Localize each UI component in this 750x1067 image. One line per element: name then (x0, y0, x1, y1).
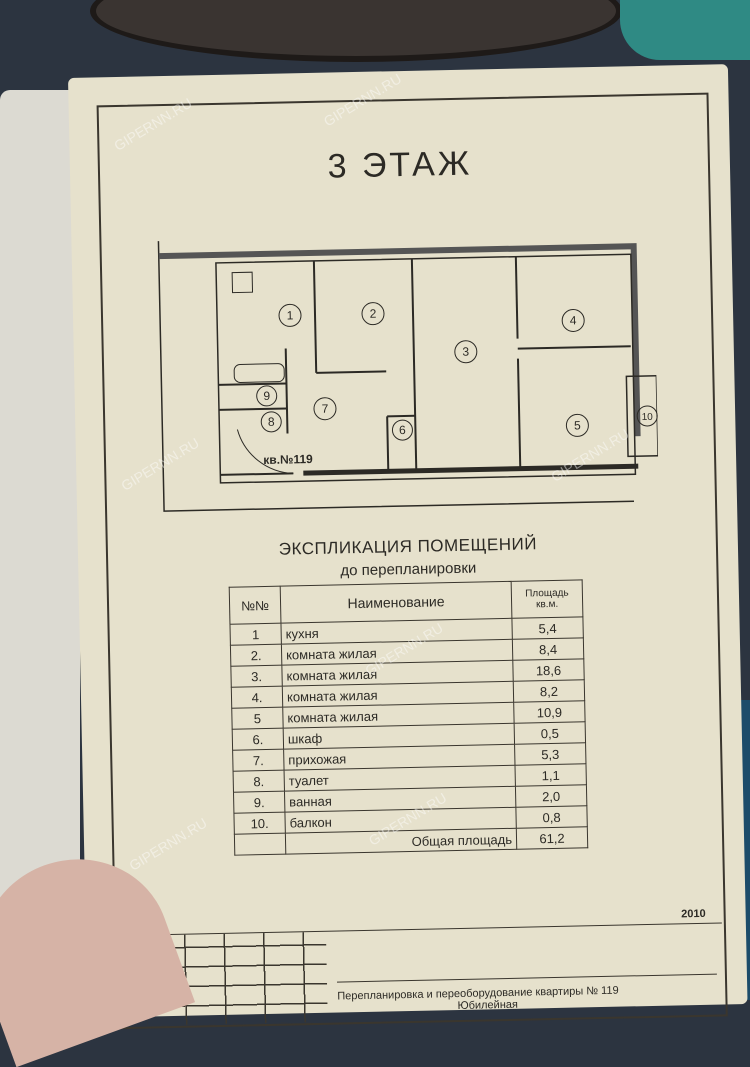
row-area: 5,3 (514, 742, 586, 766)
row-number: 9. (233, 791, 285, 814)
room-1-label: 1 (278, 303, 302, 327)
apartment-label: кв.№119 (263, 452, 313, 467)
room-7-label: 7 (313, 397, 337, 421)
svg-text:9: 9 (263, 389, 270, 403)
left-page (0, 90, 80, 1000)
row-area: 8,4 (512, 637, 584, 661)
row-number: 7. (232, 749, 285, 772)
room-6-label: 6 (391, 419, 413, 441)
row-area: 0,8 (515, 805, 588, 829)
row-area: 10,9 (513, 700, 586, 724)
table-background (90, 0, 622, 62)
row-number: 4. (231, 686, 283, 709)
svg-text:1: 1 (287, 308, 294, 322)
row-number: 6. (232, 728, 284, 751)
svg-text:10: 10 (642, 412, 654, 423)
col-num: №№ (229, 586, 281, 625)
room-4-label: 4 (561, 308, 585, 332)
row-number: 8. (233, 770, 285, 793)
col-name: Наименование (280, 581, 512, 624)
svg-text:4: 4 (570, 313, 577, 327)
row-area: 1,1 (514, 763, 587, 787)
svg-text:5: 5 (574, 418, 581, 432)
room-10-label: 10 (636, 405, 658, 427)
stamp-year: 2010 (681, 907, 706, 921)
row-area: 0,5 (514, 721, 586, 745)
svg-text:6: 6 (399, 423, 406, 437)
room-9-label: 9 (256, 385, 278, 407)
row-number: 2. (230, 644, 282, 667)
title-block: Перепланировка и переоборудование кварти… (145, 922, 724, 1026)
svg-text:7: 7 (321, 402, 328, 416)
room-8-label: 8 (260, 411, 282, 433)
row-area: 8,2 (513, 679, 585, 703)
row-area: 18,6 (512, 658, 585, 682)
total-label: Общая площадь (285, 828, 517, 855)
room-labels: 1 2 3 4 5 6 7 8 9 10 кв.№119 (256, 302, 658, 467)
row-number: 5 (231, 707, 284, 730)
svg-text:2: 2 (370, 307, 377, 321)
room-2-label: 2 (361, 302, 385, 326)
title-block-text: Перепланировка и переоборудование кварти… (336, 973, 718, 1015)
document-page: 3 ЭТАЖ 1 2 3 4 5 6 7 8 9 10 кв.№119 ЭКСП… (68, 64, 748, 1030)
row-area: 2,0 (515, 784, 587, 808)
row-area: 5,4 (511, 616, 584, 640)
svg-text:3: 3 (462, 345, 469, 359)
room-5-label: 5 (565, 413, 589, 437)
svg-text:8: 8 (268, 415, 275, 429)
row-number: 1 (229, 623, 282, 646)
background-object (620, 0, 750, 60)
total-value: 61,2 (516, 826, 588, 850)
row-number: 3. (230, 665, 283, 688)
row-number: 10. (233, 812, 286, 835)
room-3-label: 3 (454, 340, 478, 364)
